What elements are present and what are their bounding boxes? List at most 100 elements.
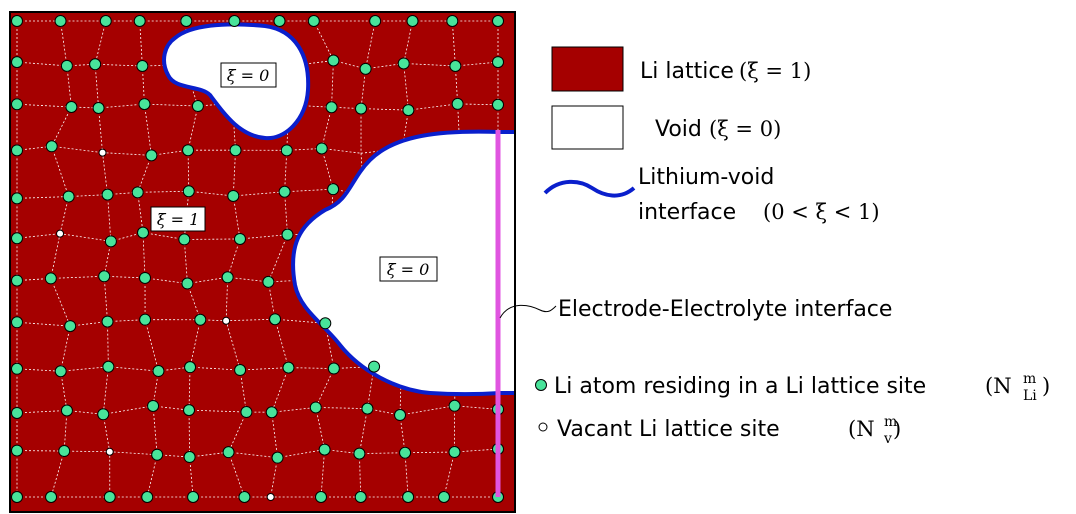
legend-vacant-sup: m [884, 414, 897, 430]
lattice-bond [284, 191, 288, 235]
lattice-bond [225, 277, 229, 321]
lattice-bond [457, 103, 499, 106]
lattice-bond [275, 318, 326, 324]
legend-li-atom-sup: m [1023, 371, 1036, 387]
lattice-bond [228, 411, 247, 453]
lattice-bond [189, 319, 201, 368]
blue-wave-icon [543, 179, 636, 198]
lattice-bond [102, 152, 152, 156]
li-atom [369, 15, 382, 27]
li-atom [92, 102, 105, 115]
legend-li-atom-sub: Li [1023, 388, 1037, 404]
li-atom [221, 271, 234, 284]
li-atom [102, 360, 115, 373]
vacant-site [222, 316, 231, 325]
li-atom [234, 364, 247, 377]
lattice-atoms [11, 15, 504, 503]
void-large-label-text: ξ = 0 [387, 260, 430, 279]
li-atom [307, 15, 320, 27]
lattice-bond [51, 146, 70, 197]
li-atom [327, 54, 340, 67]
void-large-label: ξ = 0 [379, 256, 438, 282]
li-atom [359, 62, 372, 75]
lattice-bond [227, 238, 241, 278]
li-atom [58, 445, 71, 458]
leader-line [499, 304, 557, 319]
li-atom [98, 270, 111, 283]
li-atom [151, 448, 164, 461]
li-atom [446, 15, 459, 27]
lattice-bond [16, 410, 67, 414]
li-atom [183, 404, 196, 417]
lattice-bond [16, 61, 67, 67]
li-atom [271, 451, 284, 464]
li-atom [269, 313, 282, 326]
li-atom [240, 406, 253, 419]
lattice-bond [365, 63, 404, 70]
lattice-bond [103, 405, 154, 415]
vacant-site [98, 148, 107, 157]
li-atom [11, 316, 23, 329]
lattice-bond [455, 61, 499, 67]
li-atom [368, 360, 381, 373]
li-atom [64, 320, 77, 333]
lattice-bond [187, 150, 190, 192]
lattice-bond [16, 321, 71, 327]
lattice-bond [189, 409, 247, 413]
lattice-bond [457, 103, 461, 155]
li-atom [11, 274, 23, 287]
void-swatch [551, 105, 624, 150]
lattice-bond [94, 64, 99, 109]
li-atom [278, 185, 291, 198]
lattice-bond [313, 20, 334, 61]
lattice-bond [137, 192, 144, 233]
li-atom [327, 362, 340, 375]
lattice-bond [189, 456, 194, 498]
lattice-bond [240, 367, 289, 371]
lattice-bond [144, 104, 152, 156]
legend-interface-line1: Lithium-void [638, 165, 774, 190]
li-atom [353, 447, 366, 460]
li-atom [187, 491, 200, 503]
lattice-bond [284, 188, 334, 193]
li-atom [104, 235, 117, 248]
legend-li-lattice-math: (ξ = 1) [739, 59, 811, 83]
li-atom [60, 404, 73, 417]
li-atom [233, 232, 246, 245]
li-atom [11, 491, 23, 503]
lattice-bond [142, 232, 146, 278]
legend-li-atom-math: (N [985, 374, 1012, 398]
lattice-bond [188, 190, 234, 197]
lattice-bond [103, 276, 108, 322]
li-atom [406, 15, 419, 27]
lattice-bond [63, 410, 68, 452]
li-atom [318, 443, 331, 456]
li-atom [178, 233, 191, 246]
lattice-bond [232, 195, 241, 240]
lattice-bond [405, 451, 455, 454]
lattice-bond [359, 453, 362, 498]
white-circle-icon [538, 422, 548, 432]
li-atom [319, 317, 332, 330]
li-atom [273, 15, 286, 27]
lattice-bond [271, 407, 316, 413]
li-atom [180, 15, 193, 27]
legend-li-lattice-label: Li lattice [640, 59, 734, 84]
li-atom [282, 361, 295, 374]
li-atom [137, 226, 150, 239]
li-atom [11, 56, 23, 69]
li-atom [355, 102, 368, 115]
legend-li-atom-close: ) [1042, 374, 1050, 398]
legend-vacant-math: (N [848, 417, 875, 441]
lattice-bond [454, 448, 499, 453]
lattice-bond [403, 63, 456, 67]
li-atom [327, 183, 340, 196]
li-lattice-swatch [551, 46, 624, 92]
li-atom [437, 491, 450, 503]
li-atom [449, 59, 462, 72]
li-atom [184, 361, 197, 374]
li-atom [280, 144, 293, 157]
lattice-bond [60, 20, 68, 66]
li-atom [152, 365, 165, 378]
lattice-bond [284, 150, 288, 192]
